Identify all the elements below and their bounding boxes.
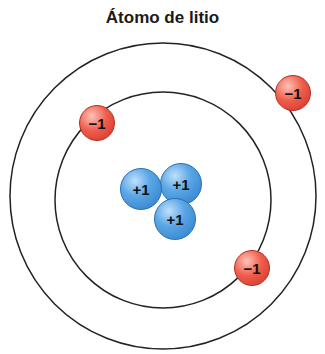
proton-ball: +1 xyxy=(154,198,196,240)
charge-label: +1 xyxy=(132,181,149,198)
electron-ball: −1 xyxy=(275,75,311,111)
diagram-title: Átomo de litio xyxy=(0,8,325,28)
charge-label: −1 xyxy=(284,85,301,102)
charge-label: +1 xyxy=(172,176,189,193)
charge-label: +1 xyxy=(166,211,183,228)
outer-orbit xyxy=(10,43,316,349)
inner-orbit xyxy=(55,92,271,308)
charge-label: −1 xyxy=(243,260,260,277)
charge-label: −1 xyxy=(88,115,105,132)
electron-ball: −1 xyxy=(79,105,115,141)
electron-ball: −1 xyxy=(234,250,270,286)
proton-ball: +1 xyxy=(120,168,162,210)
